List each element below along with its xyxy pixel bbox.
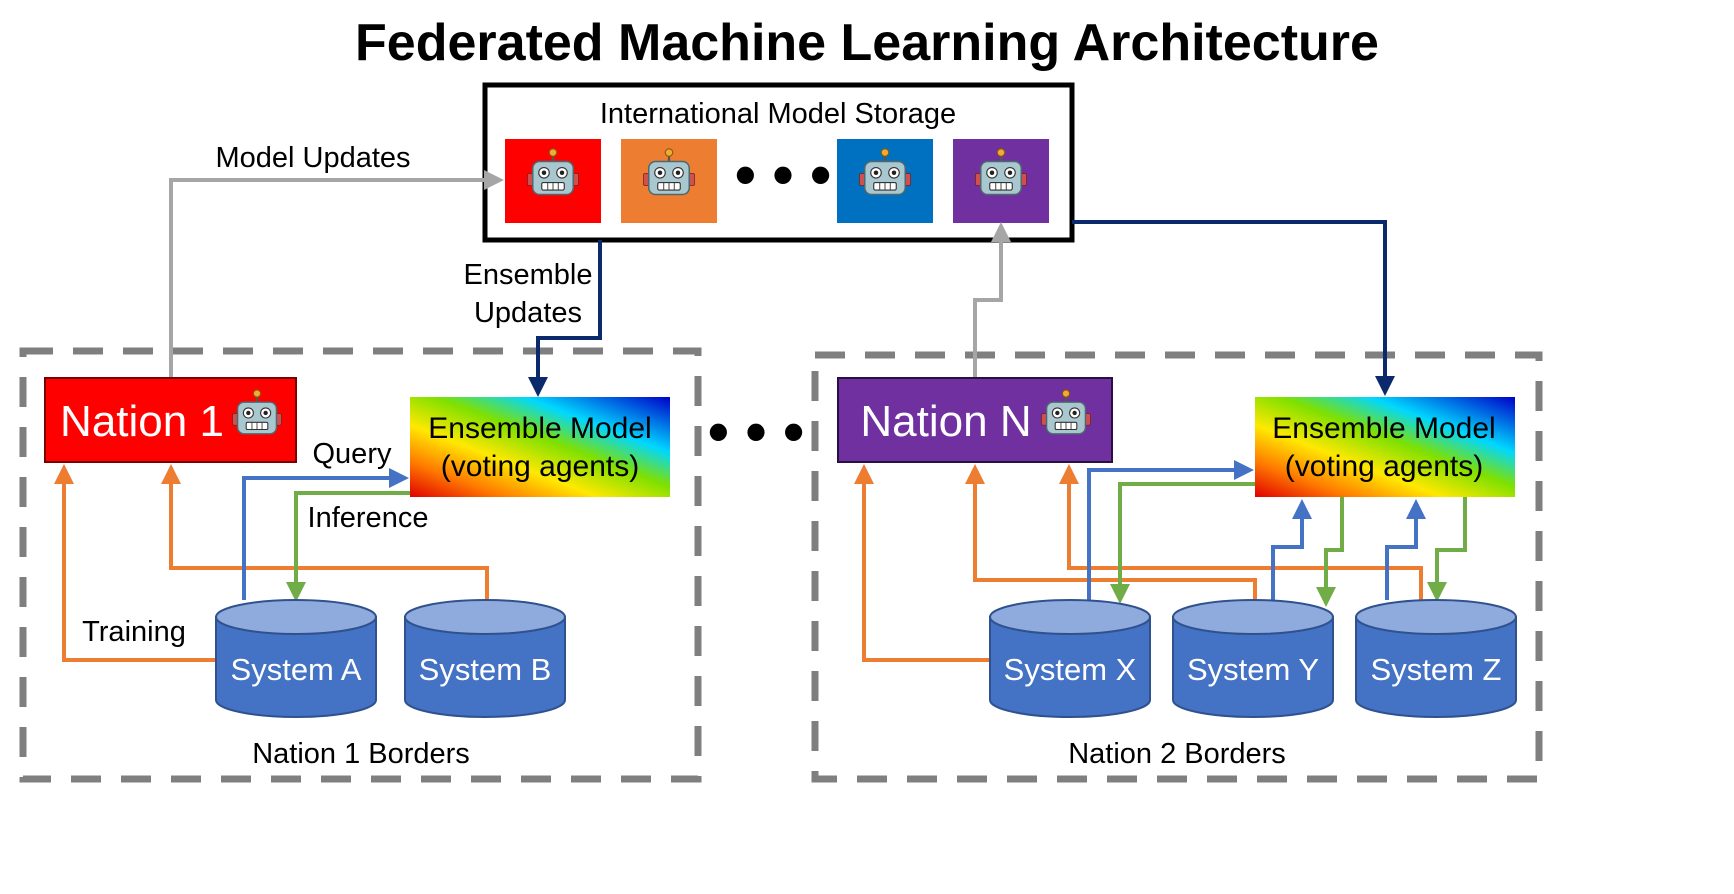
training-arrow-system-y (965, 464, 1257, 600)
system-y-label: System Y (1187, 652, 1319, 687)
ensemble-updates-label-line2: Updates (474, 297, 582, 329)
system-b-label: System B (419, 652, 552, 687)
model-storage-label: International Model Storage (600, 98, 956, 130)
query-arrow-system-z (1385, 499, 1426, 600)
nationN-ensemble-line1: Ensemble Model (1272, 412, 1495, 445)
system-z-label: System Z (1371, 652, 1502, 687)
nation2-border-label: Nation 2 Borders (1068, 738, 1286, 770)
system-y-database: System Y (1172, 599, 1334, 718)
training-arrow-system-b (161, 464, 489, 600)
training-arrow-system-x (854, 464, 990, 662)
training-label: Training (82, 616, 186, 648)
inference-arrow-system-a (286, 491, 410, 602)
ensemble-updates-arrow-nation1 (528, 240, 602, 397)
nations-ellipsis: • • • (708, 398, 804, 465)
nation1-ensemble-model (410, 397, 670, 497)
system-x-database: System X (989, 599, 1151, 718)
inference-arrow-system-z (1427, 497, 1467, 602)
nationN-ensemble-model (1255, 397, 1515, 497)
inference-arrow-system-x (1110, 482, 1255, 604)
ensemble-updates-arrow-nationN (1072, 220, 1395, 396)
system-a-database: System A (215, 599, 377, 718)
system-x-label: System X (1004, 652, 1137, 687)
model-updates-arrow-nation1 (169, 170, 504, 378)
database-icon (989, 616, 1151, 718)
ensemble-updates-label-line1: Ensemble (464, 259, 593, 291)
system-z-database: System Z (1355, 599, 1517, 718)
nation1-ensemble-line1: Ensemble Model (428, 412, 651, 445)
database-icon (404, 616, 566, 718)
diagram-title: Federated Machine Learning Architecture (355, 14, 1379, 72)
nationN-name: Nation N (860, 397, 1031, 446)
nation1-ensemble-line2: (voting agents) (441, 450, 639, 483)
system-a-label: System A (231, 652, 362, 687)
database-icon (215, 616, 377, 718)
training-arrow-system-z (1059, 464, 1423, 600)
system-b-database: System B (404, 599, 566, 718)
database-icon (1355, 616, 1517, 718)
query-arrow-system-x (1087, 460, 1254, 600)
query-label: Query (313, 438, 392, 470)
storage-ellipsis: • • • (735, 141, 831, 208)
query-arrow-system-y (1271, 499, 1312, 600)
inference-arrow-system-y (1316, 497, 1344, 607)
nation2-border (811, 351, 1543, 783)
nation1-name: Nation 1 (60, 397, 224, 446)
training-arrow-system-a (54, 464, 216, 662)
nation1-border-label: Nation 1 Borders (252, 738, 470, 770)
nationN-ensemble-line2: (voting agents) (1285, 450, 1483, 483)
model-updates-label: Model Updates (215, 142, 410, 174)
database-icon (1172, 616, 1334, 718)
model-updates-arrow-nationN (973, 222, 1011, 378)
inference-label: Inference (308, 502, 429, 534)
query-arrow-system-a (242, 468, 409, 600)
